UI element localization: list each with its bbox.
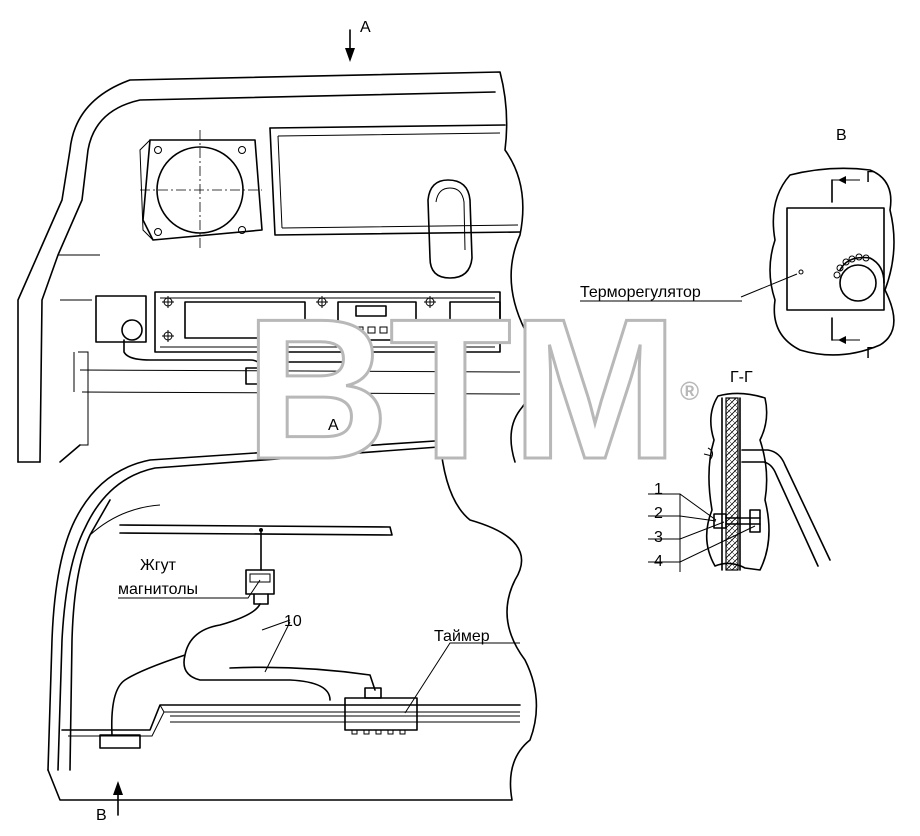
harness-number-label: 10	[284, 613, 302, 630]
radio-harness-plug	[245, 569, 275, 605]
view-v-bottom-label: В	[96, 807, 107, 824]
section-title: Г-Г	[730, 369, 753, 386]
thermoregulator-knob	[839, 264, 877, 302]
watermark-text: BTM	[245, 278, 678, 501]
view-arrow-bottom	[113, 781, 123, 816]
timer-label: Таймер	[434, 628, 490, 645]
section-item-2: 2	[654, 505, 663, 522]
lower-interior-view	[47, 414, 538, 801]
cab-inner-contour	[39, 91, 496, 463]
harness-point	[259, 528, 263, 532]
section-mark-top: Г	[866, 169, 875, 186]
upper-panel-view	[17, 71, 535, 463]
lower-break-line	[47, 439, 538, 801]
section-item-3: 3	[654, 529, 663, 546]
control-panel-strip	[154, 291, 501, 353]
section-item-4: 4	[654, 553, 663, 570]
harness-10	[110, 603, 376, 736]
cab-outline	[17, 71, 535, 463]
panel-thermoregulator	[95, 295, 147, 343]
roof-edge	[47, 439, 451, 771]
section-insulation	[725, 397, 739, 571]
timer-box	[344, 687, 418, 735]
harness-connector	[245, 367, 273, 385]
detail-v-title: В	[836, 127, 847, 144]
view-a-top-label: А	[360, 19, 371, 36]
section-mark-bottom: Г	[866, 345, 875, 362]
thermoregulator-body	[786, 207, 885, 311]
view-arrow-top	[345, 29, 355, 62]
view-a-inner-label: А	[328, 417, 339, 434]
panel-timer-display	[337, 301, 417, 341]
detail-v-contour	[769, 167, 895, 356]
thermoregulator-label: Терморегулятор	[580, 284, 701, 301]
section-item-1: 1	[654, 481, 663, 498]
radio-harness-label-line2: магнитолы	[118, 581, 198, 598]
rear-window	[269, 124, 521, 279]
section-g-g	[648, 392, 831, 572]
radio-harness-label-line1: Жгут	[140, 557, 177, 574]
detail-v	[740, 167, 895, 356]
vent-hatch	[139, 130, 263, 248]
watermark-registered-mark: ®	[680, 376, 699, 406]
